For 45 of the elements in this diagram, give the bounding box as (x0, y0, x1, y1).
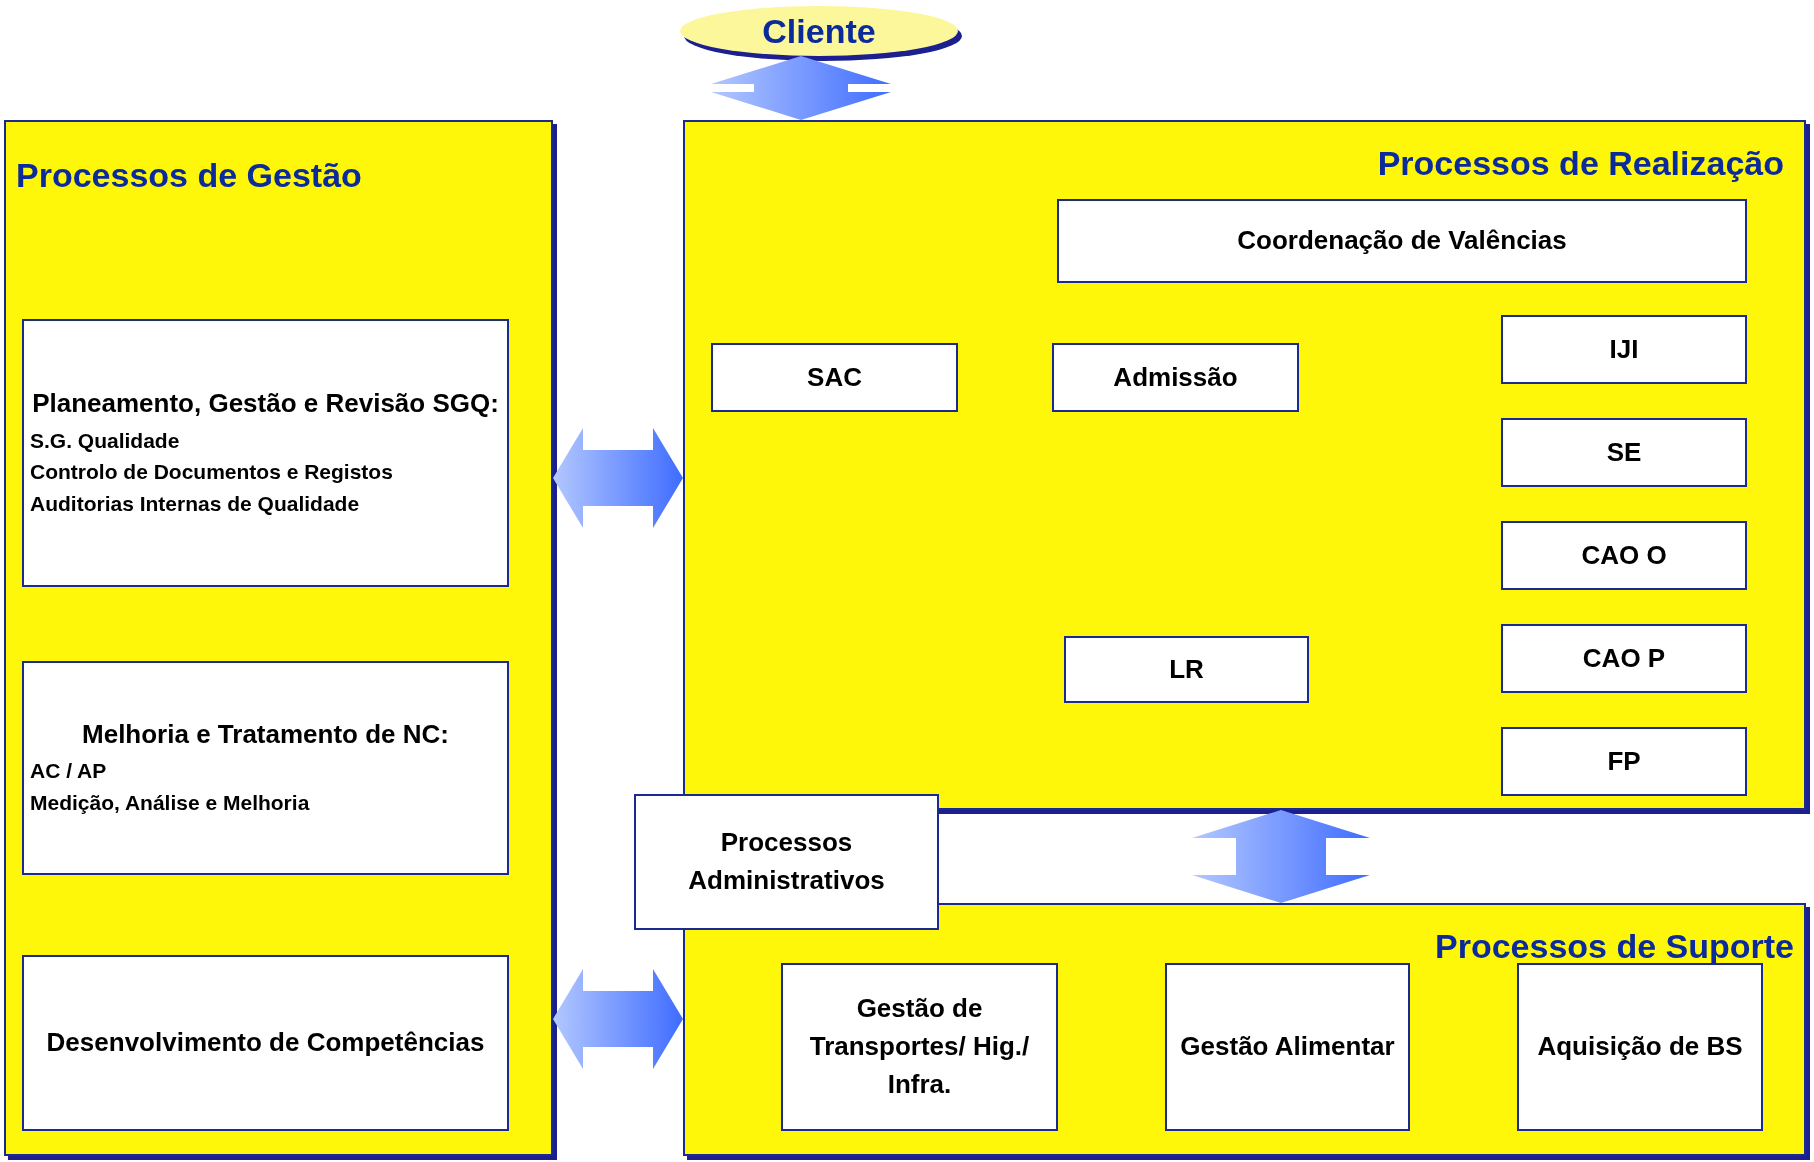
process-box (1064, 636, 1309, 703)
box-label: Desenvolvimento de Competências (46, 1026, 485, 1060)
box-heading: Planeamento, Gestão e Revisão SGQ: (31, 386, 500, 420)
process-box (22, 955, 509, 1131)
box-label: Coordenação de Valências (1237, 224, 1567, 258)
panel-title: Processos de Suporte (1435, 926, 1794, 967)
bullet-text: Medição, Análise e Melhoria (30, 789, 311, 816)
box-label: SAC (807, 360, 862, 394)
box-label: Gestão de Transportes/ Hig./ Infra. (808, 992, 1031, 1101)
box-label: Processos Administrativos (687, 826, 886, 897)
box-label: SE (1606, 435, 1642, 469)
process-box (1501, 521, 1747, 590)
process-box (1501, 418, 1747, 487)
bullet-text: AC / AP (30, 758, 108, 785)
box-label: CAO P (1582, 641, 1666, 675)
box-label: Aquisição de BS (1537, 1030, 1743, 1064)
box-label: FP (1607, 744, 1641, 778)
bullet-text: S.G. Qualidade (30, 427, 181, 454)
process-box (634, 794, 939, 930)
double-arrow (1192, 810, 1370, 903)
process-box (1057, 199, 1747, 283)
process-box (1517, 963, 1763, 1131)
double-arrow (553, 428, 683, 528)
panel-title: Processos de Gestão (16, 155, 362, 196)
box-label: IJI (1609, 332, 1639, 366)
double-arrow (553, 969, 683, 1069)
process-box (22, 661, 509, 875)
double-arrow (711, 56, 891, 120)
bullet-text: Controlo de Documentos e Registos (30, 459, 394, 486)
process-box (1501, 315, 1747, 384)
process-box (781, 963, 1058, 1131)
box-label: Admissão (1113, 360, 1238, 394)
process-box (1052, 343, 1299, 412)
process-box (22, 319, 509, 587)
panel-title: Processos de Realização (1377, 143, 1784, 184)
process-box (711, 343, 958, 412)
box-label: LR (1169, 652, 1204, 686)
box-heading: Melhoria e Tratamento de NC: (81, 717, 450, 751)
process-box (1501, 624, 1747, 693)
box-label: Gestão Alimentar (1180, 1030, 1395, 1064)
ellipse-label: Cliente (762, 10, 876, 52)
box-label: CAO O (1581, 538, 1667, 572)
process-box (1165, 963, 1410, 1131)
process-box (1501, 727, 1747, 796)
bullet-text: Auditorias Internas de Qualidade (30, 490, 361, 517)
